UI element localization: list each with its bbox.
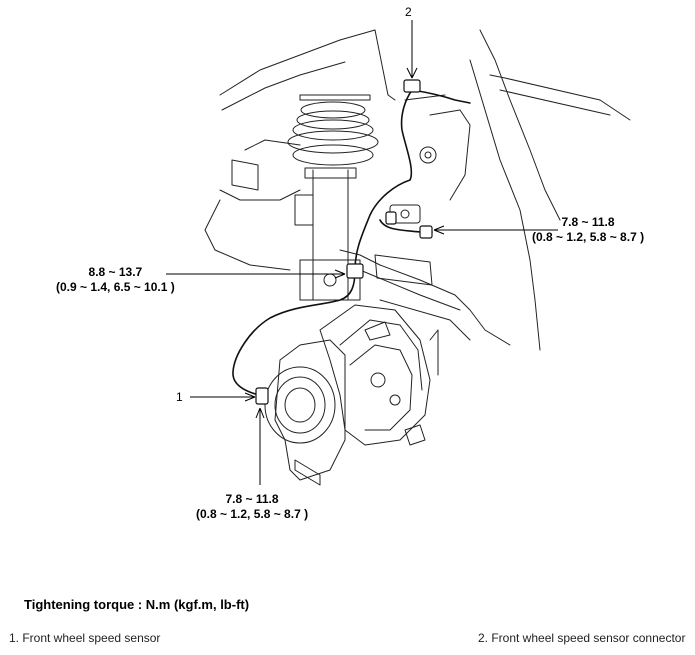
brake-caliper: [319, 304, 439, 446]
item-1-number: 1: [176, 390, 183, 404]
hub-assembly: [264, 366, 336, 444]
connector-2-body: [403, 79, 421, 93]
steering-knuckle: [274, 339, 346, 486]
torque-value-nm: 7.8 ~ 11.8: [225, 492, 279, 506]
torque-units-title: Tightening torque : N.m (kgf.m, lb-ft): [24, 597, 250, 612]
legend-item-1: 1. Front wheel speed sensor: [9, 631, 161, 645]
torque-value-alt: (0.8 ~ 1.2, 5.8 ~ 8.7 ): [196, 507, 309, 521]
sensor-parts: [255, 79, 433, 405]
connector-bracket: [374, 146, 437, 286]
item-2-number: 2: [405, 5, 412, 19]
sensor-cable: [232, 89, 471, 397]
torque-callout-bracket: 8.8 ~ 13.7 (0.9 ~ 1.4, 6.5 ~ 10.1 ): [56, 265, 175, 295]
body-panel-outline: [204, 29, 631, 351]
torque-value-nm: 7.8 ~ 11.8: [561, 215, 615, 229]
legend-item-2: 2. Front wheel speed sensor connector: [478, 631, 686, 645]
torque-value-nm: 8.8 ~ 13.7: [88, 265, 143, 279]
leader-lines: [166, 20, 558, 485]
torque-callout-sensor: 7.8 ~ 11.8 (0.8 ~ 1.2, 5.8 ~ 8.7 ): [196, 492, 308, 522]
assembly-drawing: [166, 20, 631, 486]
sensor-1-body: [255, 387, 269, 405]
torque-value-alt: (0.9 ~ 1.4, 6.5 ~ 10.1 ): [56, 280, 175, 294]
torque-value-alt: (0.8 ~ 1.2, 5.8 ~ 8.7 ): [532, 230, 645, 244]
torque-callout-connector: 7.8 ~ 11.8 (0.8 ~ 1.2, 5.8 ~ 8.7 ): [532, 215, 644, 245]
strut-spring: [287, 94, 379, 166]
shock-absorber: [294, 167, 361, 301]
